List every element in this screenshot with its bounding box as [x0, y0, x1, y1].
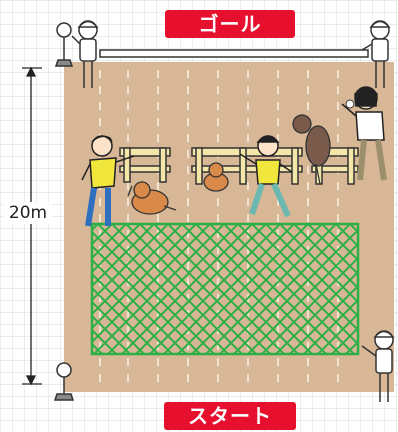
dog-icon	[292, 114, 331, 185]
goal-tape	[99, 49, 369, 58]
runner-icon	[81, 135, 135, 227]
dog-icon	[203, 162, 229, 192]
dog-icon	[127, 181, 177, 215]
referee-icon	[71, 20, 99, 88]
flag-pole-icon	[54, 22, 74, 67]
hurdle-icon	[119, 147, 171, 183]
referee-icon	[361, 20, 391, 88]
ball-icon	[345, 99, 355, 109]
runner-icon	[341, 86, 387, 181]
flag-pole-icon	[53, 362, 75, 401]
distance-label: 20m	[4, 202, 52, 224]
start-sign: スタート	[164, 402, 296, 430]
referee-icon	[361, 330, 395, 402]
goal-sign: ゴール	[165, 10, 295, 38]
runner-icon	[239, 135, 293, 218]
hurdle-icon	[191, 147, 303, 185]
distance-arrow	[22, 66, 42, 386]
net-icon	[90, 222, 360, 356]
